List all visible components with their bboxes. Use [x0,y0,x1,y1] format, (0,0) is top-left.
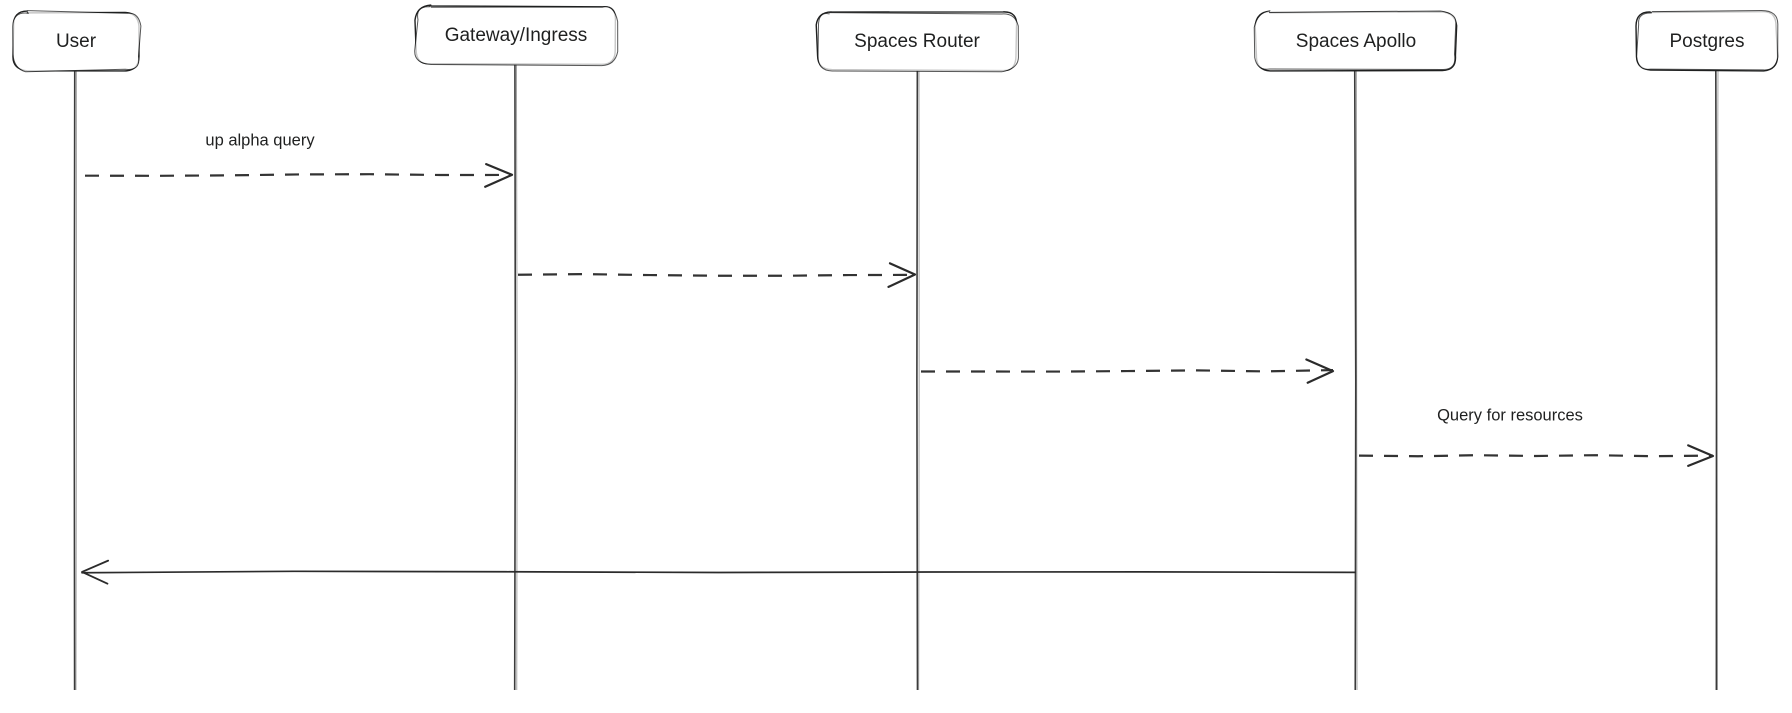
lifeline-gateway [513,63,518,691]
message-msg-router-to-apollo[interactable] [920,358,1335,384]
message-label: up alpha query [205,131,315,149]
message-msg-apollo-return-to-user[interactable] [81,559,1356,585]
message-msg-query-for-resources[interactable]: Query for resources [1358,406,1715,467]
participant-label: Spaces Apollo [1296,31,1416,52]
participant-user[interactable]: User [12,10,142,73]
lifeline-postgres [1715,69,1719,691]
participant-box-sketch-overlay [1253,10,1457,70]
participant-box-sketch-overlay [12,10,142,73]
message-arrowhead [484,163,514,188]
message-arrowhead [1305,358,1335,384]
message-arrowhead [1687,444,1715,467]
participant-box-sketch-overlay [817,12,1019,73]
message-line [920,369,1334,373]
participant-postgres[interactable]: Postgres [1635,9,1779,72]
participant-spaces-router[interactable]: Spaces Router [815,11,1019,73]
participant-spaces-apollo[interactable]: Spaces Apollo [1253,10,1458,72]
participant-gateway[interactable]: Gateway/Ingress [414,4,619,67]
participant-label: User [56,31,97,52]
lifelines-layer [73,63,1719,691]
message-line [517,273,916,277]
lifeline-user [73,69,77,691]
message-msg-up-alpha-query[interactable]: up alpha query [84,131,514,188]
message-line [81,570,1356,574]
message-line [84,173,513,177]
lifeline-spaces-router [916,69,920,691]
lifeline-spaces-apollo [1353,69,1358,691]
participant-label: Gateway/Ingress [445,25,588,46]
message-msg-gateway-to-router[interactable] [517,262,917,288]
message-arrowhead [81,559,110,585]
participant-label: Postgres [1670,31,1745,52]
message-arrowhead [887,262,917,288]
participants-layer: User Gateway/Ingress Spaces Router Spaces A… [12,4,1779,73]
participant-box-sketch-overlay [414,6,619,67]
message-line [1358,454,1714,458]
message-label: Query for resources [1437,406,1583,424]
participant-label: Spaces Router [854,31,980,52]
participant-box-sketch-overlay [1636,9,1779,71]
